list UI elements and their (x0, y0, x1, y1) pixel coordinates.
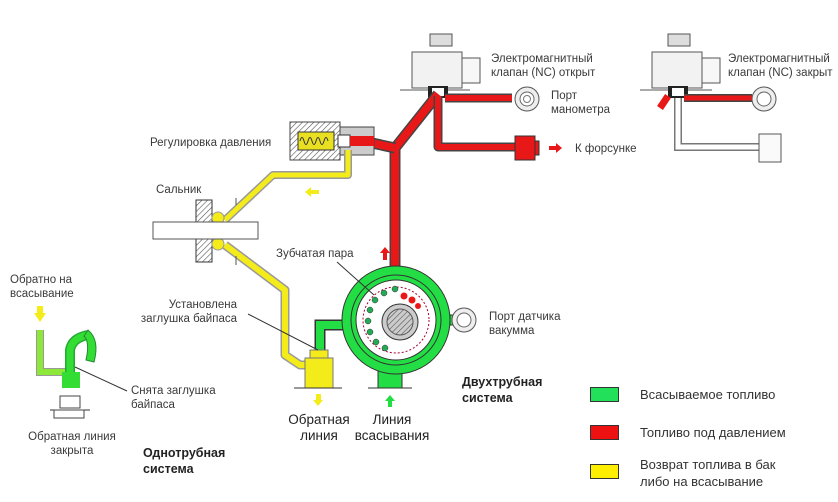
pressure-gear-teeth (400, 292, 421, 309)
solenoid-closed-label: Электромагнитный клапан (NC) закрыт (728, 53, 833, 79)
return-line-label: Обратная линия (288, 412, 350, 443)
arrow-down-yellow-icon (34, 306, 46, 322)
legend-swatch-pressure (590, 425, 619, 440)
gear-pump (314, 265, 459, 389)
return-port (294, 349, 342, 389)
bypass-plug-removed-label: Снята заглушка байпаса (131, 385, 216, 411)
bypass-removed-leader (74, 366, 128, 392)
legend-label-pressure: Топливо под давлением (640, 425, 786, 440)
gear-set-leader (336, 261, 375, 296)
shaft-seal-label: Сальник (156, 184, 202, 196)
shaft-seal (152, 198, 259, 265)
two-pipe-system-title: Двухтрубная система (462, 375, 543, 405)
suction-line-label: Линия всасывания (354, 412, 430, 443)
arrow-down-icon (313, 394, 323, 406)
gauge-port-icon (514, 86, 540, 112)
vacuum-port-label: Порт датчика вакумма (489, 311, 561, 337)
nozzle-connector (514, 135, 540, 161)
arrow-right-icon (549, 143, 562, 153)
one-pipe-system-title: Однотрубная система (143, 446, 226, 476)
solenoid-open-label: Электромагнитный клапан (NC) открыт (491, 53, 596, 79)
solenoid-valve-closed (640, 33, 782, 163)
bypass-plug-leader (247, 313, 319, 351)
arrow-up-icon (380, 247, 390, 260)
solenoid-valve-open (400, 33, 481, 98)
pressure-adjust-label: Регулировка давления (150, 137, 272, 149)
pressure-regulator (289, 121, 375, 161)
return-line-closed-label: Обратная линия закрыта (28, 431, 116, 457)
gear-teeth (364, 285, 399, 352)
bypass-plug-installed-label: Установлена заглушка байпаса (140, 299, 237, 325)
back-to-suction-label: Обратно на всасывание (10, 274, 74, 300)
vacuum-port-icon (451, 307, 477, 333)
arrow-up-green-icon (385, 395, 395, 407)
pressure-lines (370, 90, 520, 270)
one-pipe-fitting (34, 306, 97, 419)
gear-set-label: Зубчатая пара (276, 248, 354, 260)
to-nozzle-label: К форсунке (575, 143, 637, 155)
gauge-port-label: Порт манометра (551, 90, 611, 116)
legend-swatch-suction (590, 387, 619, 402)
legend-label-suction: Всасываемое топливо (640, 387, 776, 402)
legend-swatch-return (590, 464, 619, 479)
arrow-left-icon (305, 187, 319, 197)
legend-label-return: Возврат топлива в бак либо на всасывание (640, 457, 776, 489)
